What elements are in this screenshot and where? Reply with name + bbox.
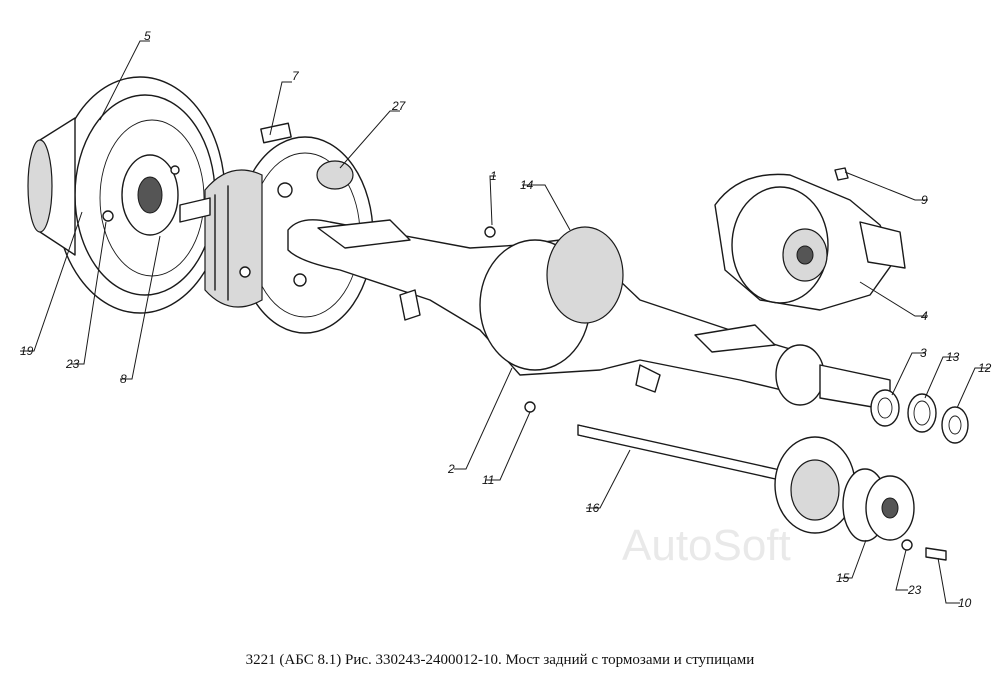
- callout-3: 3: [920, 346, 927, 360]
- callout-16: 16: [586, 501, 600, 515]
- callout-5: 5: [144, 29, 151, 43]
- callout-labels: 5 7 27 1 14 9 4 3 13 12 19 23 8 2 11 16 …: [20, 29, 992, 610]
- watermark: AutoSoft: [622, 521, 791, 570]
- callout-7: 7: [292, 69, 300, 83]
- callout-11: 11: [482, 473, 494, 487]
- callout-4: 4: [921, 309, 928, 323]
- callout-1: 1: [490, 169, 497, 183]
- axle-housing: [287, 219, 891, 413]
- differential: [714, 167, 906, 311]
- leader-lines: [20, 40, 990, 604]
- callout-8: 8: [120, 372, 127, 386]
- figure-caption: 3221 (АБС 8.1) Рис. 330243-2400012-10. М…: [245, 652, 755, 668]
- bearing-seal-nut: [870, 389, 969, 444]
- callout-19: 19: [20, 344, 34, 358]
- callout-23: 23: [65, 357, 80, 371]
- callout-12: 12: [978, 361, 992, 375]
- callout-14: 14: [520, 178, 534, 192]
- callout-13: 13: [946, 350, 960, 364]
- callout-23b: 23: [907, 583, 922, 597]
- callout-9: 9: [921, 193, 928, 207]
- callout-27: 27: [391, 99, 407, 113]
- callout-2: 2: [447, 462, 455, 476]
- brake-drum: [27, 76, 226, 314]
- callout-10: 10: [958, 596, 972, 610]
- callout-15: 15: [836, 571, 850, 585]
- half-shaft-and-hub: [577, 424, 947, 561]
